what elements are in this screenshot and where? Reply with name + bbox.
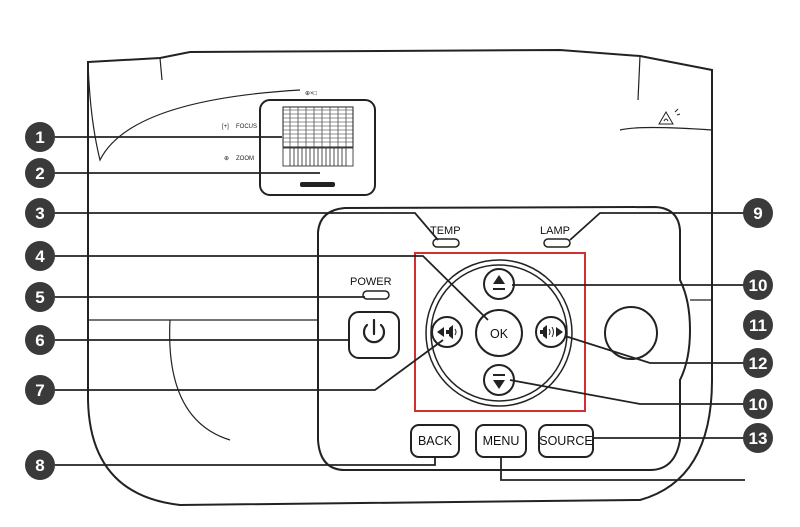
power-button[interactable] xyxy=(348,311,400,359)
back-button[interactable]: BACK xyxy=(410,424,460,458)
power-indicator: POWER xyxy=(350,276,392,300)
down-button[interactable] xyxy=(483,364,515,396)
svg-text:10: 10 xyxy=(749,395,768,414)
svg-text:9: 9 xyxy=(753,204,762,223)
lamp-label: LAMP xyxy=(540,225,570,237)
ok-label: OK xyxy=(490,327,509,341)
source-button[interactable]: SOURCE xyxy=(538,424,594,458)
left-volume-icon xyxy=(437,325,457,339)
focus-label: FOCUS xyxy=(236,124,257,130)
down-triangle-icon xyxy=(493,380,505,389)
svg-text:4: 4 xyxy=(35,247,45,266)
menu-button[interactable]: MENU xyxy=(475,424,527,458)
back-label: BACK xyxy=(418,434,453,448)
svg-text:10: 10 xyxy=(749,276,768,295)
callout-8: 8 xyxy=(25,450,55,480)
svg-text:7: 7 xyxy=(35,381,44,400)
up-triangle-icon xyxy=(493,275,505,284)
zoom-label: ZOOM xyxy=(236,156,254,162)
power-icon xyxy=(362,318,386,344)
lamp-indicator: LAMP xyxy=(540,225,571,248)
callout-3: 3 xyxy=(25,198,55,228)
callout-10-up: 10 xyxy=(743,270,773,300)
svg-text:6: 6 xyxy=(35,331,44,350)
svg-text:3: 3 xyxy=(35,204,44,223)
svg-text:12: 12 xyxy=(749,354,768,373)
lens-slot xyxy=(300,182,335,187)
callout-2: 2 xyxy=(25,158,55,188)
callout-4: 4 xyxy=(25,241,55,271)
menu-label: MENU xyxy=(483,434,520,448)
hot-surface-warning-icon xyxy=(658,108,681,125)
callout-13: 13 xyxy=(743,423,773,453)
ir-receiver xyxy=(604,306,658,360)
lens-top-symbols: ⊕×□ xyxy=(305,91,318,97)
temp-label: TEMP xyxy=(430,225,461,237)
svg-text:1: 1 xyxy=(35,128,44,147)
callout-6: 6 xyxy=(25,325,55,355)
callout-5: 5 xyxy=(25,282,55,312)
zoom-lever[interactable] xyxy=(282,147,354,167)
callout-badges: 1 2 3 4 5 6 7 8 9 10 11 12 10 13 xyxy=(25,122,773,480)
source-label: SOURCE xyxy=(539,434,592,448)
callout-12: 12 xyxy=(743,348,773,378)
ok-button[interactable]: OK xyxy=(475,309,523,357)
up-button[interactable] xyxy=(483,268,515,300)
left-volume-button[interactable] xyxy=(431,316,463,348)
svg-text:8: 8 xyxy=(35,456,44,475)
right-volume-icon xyxy=(540,325,563,339)
focus-ring[interactable] xyxy=(283,107,353,147)
power-label: POWER xyxy=(350,276,392,288)
svg-text:11: 11 xyxy=(749,316,767,335)
callout-9: 9 xyxy=(743,198,773,228)
svg-text:5: 5 xyxy=(35,288,44,307)
navigation-highlight-box xyxy=(414,252,586,412)
focus-icon: [+] xyxy=(222,124,229,130)
projector-body xyxy=(87,48,713,507)
callout-7: 7 xyxy=(25,375,55,405)
lens-assembly: ⊕×□ [+] FOCUS ⊕ ZOOM xyxy=(222,91,376,196)
temp-indicator: TEMP xyxy=(430,225,461,248)
callout-1: 1 xyxy=(25,122,55,152)
right-volume-button[interactable] xyxy=(535,316,567,348)
svg-text:2: 2 xyxy=(35,164,44,183)
svg-text:13: 13 xyxy=(749,429,768,448)
callout-10-down: 10 xyxy=(743,389,773,419)
zoom-icon: ⊕ xyxy=(224,156,229,162)
callout-leader-lines xyxy=(55,136,745,481)
callout-11: 11 xyxy=(743,310,773,340)
